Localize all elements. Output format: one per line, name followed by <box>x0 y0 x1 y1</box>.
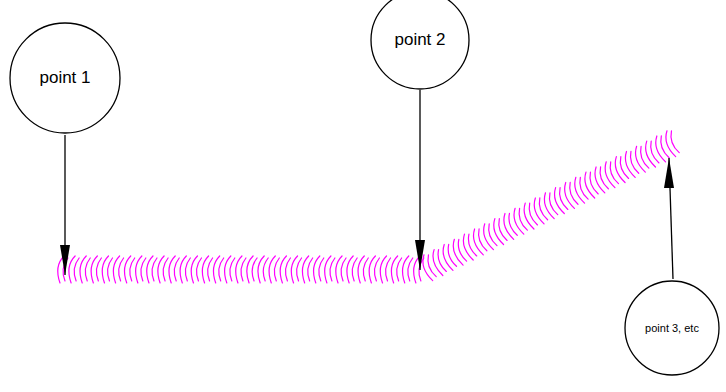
squiggle-mark <box>258 256 268 283</box>
squiggle-mark <box>113 256 123 283</box>
squiggle-mark <box>325 256 335 283</box>
squiggle-mark <box>169 256 179 283</box>
squiggle-mark <box>213 256 223 283</box>
point-label: point 2 <box>394 31 445 50</box>
squiggle-mark <box>302 256 312 283</box>
point-label: point 1 <box>39 69 90 88</box>
squiggle-mark <box>403 256 413 283</box>
squiggle-mark <box>191 256 201 283</box>
arrowhead <box>60 245 70 275</box>
squiggle-mark <box>391 256 401 283</box>
squiggle-mark <box>291 256 301 283</box>
point-circle: point 2 <box>370 0 470 90</box>
circle-shape <box>371 0 469 89</box>
squiggle-mark <box>91 256 101 283</box>
squiggle-mark <box>369 256 379 283</box>
squiggle-mark <box>236 256 246 283</box>
circle-shape <box>625 281 719 375</box>
squiggle-mark <box>80 256 90 283</box>
squiggle-mark <box>225 256 235 283</box>
arrowhead <box>415 240 425 270</box>
point-label: point 3, etc <box>645 322 699 334</box>
squiggle-mark <box>314 256 324 283</box>
point-circle: point 3, etc <box>624 280 720 376</box>
arrowhead <box>664 158 674 188</box>
squiggle-mark <box>136 256 146 283</box>
squiggle-mark <box>661 129 682 158</box>
squiggle-mark <box>147 256 157 283</box>
squiggle-line <box>58 129 683 283</box>
squiggle-mark <box>280 256 290 283</box>
squiggle-mark <box>124 256 134 283</box>
squiggle-mark <box>358 256 368 283</box>
squiggle-mark <box>158 256 168 283</box>
squiggle-mark <box>69 256 79 283</box>
squiggle-mark <box>202 256 212 283</box>
squiggle-mark <box>180 256 190 283</box>
squiggle-mark <box>102 256 112 283</box>
squiggle-mark <box>347 256 357 283</box>
circle-shape <box>10 23 120 133</box>
squiggle-mark <box>269 256 279 283</box>
squiggle-mark <box>380 256 390 283</box>
point-circle: point 1 <box>9 22 121 134</box>
squiggle-mark <box>336 256 346 283</box>
squiggle-mark <box>247 256 257 283</box>
